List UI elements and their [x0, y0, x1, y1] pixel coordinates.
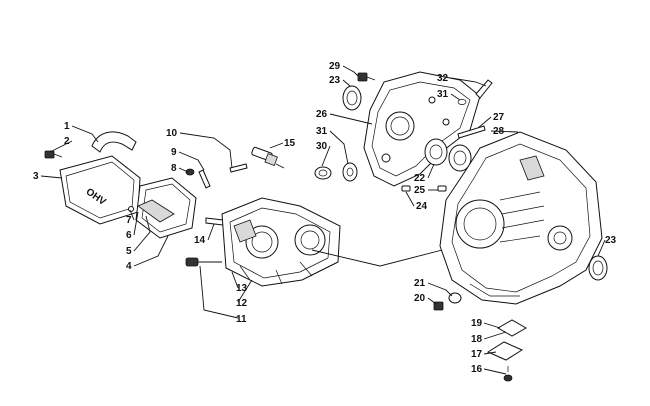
shaft-27: [457, 125, 486, 139]
gasket-17: [486, 341, 524, 361]
cylinder-head-group: [185, 146, 341, 287]
callout-18: 18: [471, 334, 483, 345]
leader-lines: [40, 65, 606, 375]
callout-12: 12: [236, 298, 248, 309]
callout-2: 2: [64, 136, 70, 147]
callout-30: 30: [316, 141, 328, 152]
callout-1: 1: [64, 121, 70, 132]
spark-plug: [251, 146, 285, 169]
bolt-2: [44, 150, 63, 159]
screw-16: [503, 366, 513, 382]
cylinder-head: [221, 197, 341, 287]
bearing-upper: [342, 85, 362, 111]
dowel-pin-25: [437, 185, 447, 192]
callout-14: 14: [194, 235, 206, 246]
callout-5: 5: [126, 246, 132, 257]
crankcase-cover-group: [314, 71, 493, 187]
callout-31-mid: 31: [316, 126, 328, 137]
callout-31-top: 31: [437, 89, 449, 100]
callout-22: 22: [414, 173, 426, 184]
bearings-22: [424, 138, 472, 172]
nut-8: [185, 168, 195, 176]
gasket: [135, 177, 197, 239]
valve-cover: [59, 155, 141, 225]
crankcase-block: [439, 131, 603, 305]
callout-23-right: 23: [605, 235, 617, 246]
bearing-right: [588, 255, 608, 281]
dowel-pin-24: [401, 185, 411, 192]
stud-9: [198, 169, 211, 189]
callout-13: 13: [236, 283, 248, 294]
callout-9: 9: [171, 147, 177, 158]
callout-27: 27: [493, 112, 505, 123]
breather-plate: [137, 199, 175, 223]
callout-11: 11: [236, 314, 247, 325]
callout-numbers: 1 2 3 4 5 6 7 8 9 10 11 12 13 14 15 16 1…: [33, 61, 617, 375]
callout-17: 17: [471, 349, 483, 360]
crankcase-cover: [363, 71, 481, 187]
callout-6: 6: [126, 230, 132, 241]
callout-15: 15: [284, 138, 296, 149]
valve-cover-group: OHV: [44, 131, 197, 239]
callout-4: 4: [126, 261, 132, 272]
callout-10: 10: [166, 128, 178, 139]
callout-32: 32: [437, 73, 449, 84]
head-bolt-11: [185, 257, 222, 267]
callout-21: 21: [414, 278, 426, 289]
callout-19: 19: [471, 318, 483, 329]
bolt-20: [433, 301, 444, 311]
callout-20: 20: [414, 293, 426, 304]
callout-23-top: 23: [329, 75, 341, 86]
leader-head-to-crankcase: [311, 247, 451, 267]
bolt-29: [357, 72, 376, 82]
callout-16: 16: [471, 364, 483, 375]
callout-24: 24: [416, 201, 428, 212]
callout-8: 8: [171, 163, 177, 174]
callout-29: 29: [329, 61, 341, 72]
governor-gear-31: [342, 162, 358, 182]
callout-7: 7: [126, 215, 132, 226]
callout-3: 3: [33, 171, 39, 182]
callout-28: 28: [493, 126, 505, 137]
pin-10: [229, 163, 248, 173]
breather-tube: [91, 131, 137, 153]
dipstick-32: [475, 79, 493, 99]
callout-26: 26: [316, 109, 328, 120]
oil-seal-30: [314, 166, 332, 180]
callout-25: 25: [414, 185, 426, 196]
